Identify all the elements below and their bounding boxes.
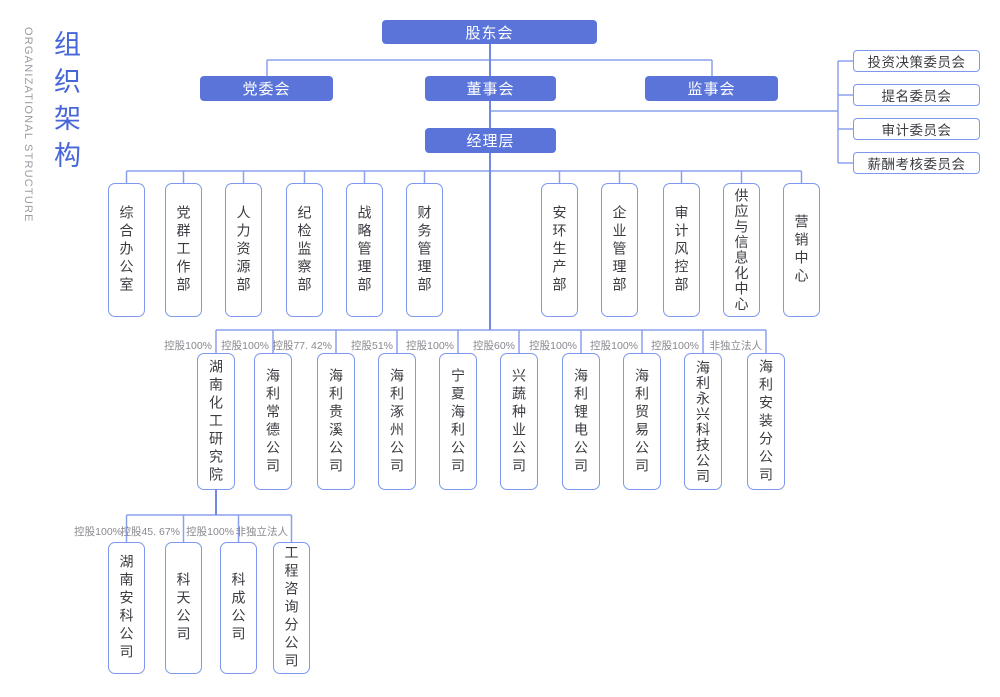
sub-subsidiary-box: 湖南安科公司 [108,542,145,674]
dept-box: 党群工作部 [165,183,202,317]
dept-box: 供应与信息化中心 [723,183,760,317]
dept-box: 企业管理部 [601,183,638,317]
node-party-committee: 党委会 [200,76,333,101]
ownership-label: 非独立法人 [709,340,763,352]
ownership-label: 控股60% [472,340,515,352]
dept-box: 战略管理部 [346,183,383,317]
node-shareholders: 股东会 [382,20,597,44]
committee-box: 投资决策委员会 [853,50,980,72]
dept-box: 纪检监察部 [286,183,323,317]
ownership-label: 控股100% [590,340,638,352]
ownership-label: 控股100% [221,340,269,352]
subsidiary-box: 海利贵溪公司 [317,353,355,490]
ownership-label: 控股45. 67% [120,526,180,538]
subsidiary-box: 湖南化工研究院 [197,353,235,490]
org-title: 组织架构 [50,30,80,178]
subsidiary-box: 海利永兴科技公司 [684,353,722,490]
subsidiary-box: 兴蔬种业公司 [500,353,538,490]
dept-box: 安环生产部 [541,183,578,317]
ownership-label: 控股100% [186,526,234,538]
sub-subsidiary-box: 科成公司 [220,542,257,674]
subsidiary-box: 海利锂电公司 [562,353,600,490]
node-supervisors: 监事会 [645,76,778,101]
subsidiary-box: 海利常德公司 [254,353,292,490]
subsidiary-box: 海利贸易公司 [623,353,661,490]
dept-box: 人力资源部 [225,183,262,317]
ownership-label: 控股100% [406,340,454,352]
org-subtitle: ORGANIZATIONAL STRUCTURE [22,27,34,223]
committee-box: 薪酬考核委员会 [853,152,980,174]
dept-box: 财务管理部 [406,183,443,317]
ownership-label: 控股100% [651,340,699,352]
ownership-label: 非独立法人 [235,526,289,538]
committee-box: 审计委员会 [853,118,980,140]
ownership-label: 控股100% [74,526,122,538]
node-board: 董事会 [425,76,556,101]
sub-subsidiary-box: 工程咨询分公司 [273,542,310,674]
ownership-label: 控股77. 42% [272,340,332,352]
dept-box: 营销中心 [783,183,820,317]
sub-subsidiary-box: 科天公司 [165,542,202,674]
node-management: 经理层 [425,128,556,153]
subsidiary-box: 宁夏海利公司 [439,353,477,490]
ownership-label: 控股100% [164,340,212,352]
dept-box: 审计风控部 [663,183,700,317]
subsidiary-box: 海利安装分公司 [747,353,785,490]
ownership-label: 控股51% [350,340,393,352]
ownership-label: 控股100% [529,340,577,352]
dept-box: 综合办公室 [108,183,145,317]
subsidiary-box: 海利涿州公司 [378,353,416,490]
committee-box: 提名委员会 [853,84,980,106]
